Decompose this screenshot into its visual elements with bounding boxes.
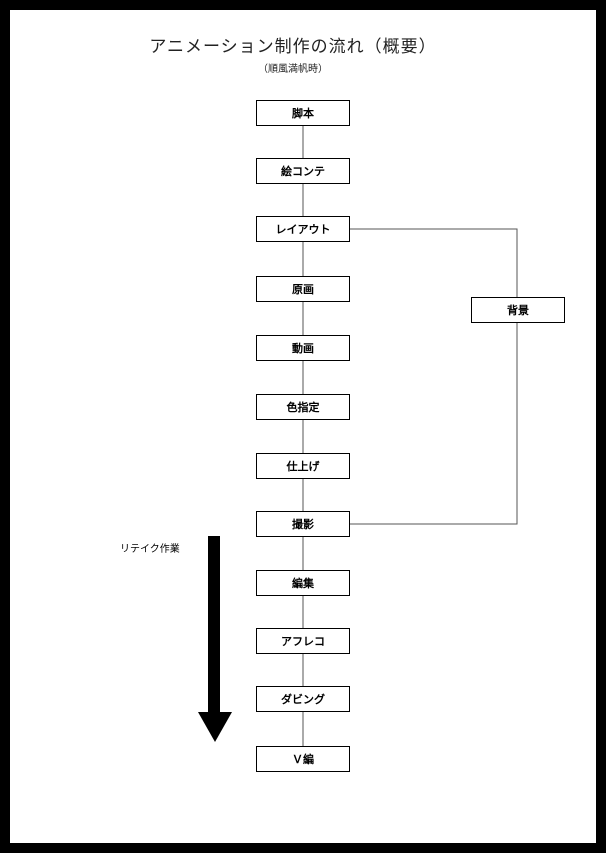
step-v-edit: Ｖ編 bbox=[256, 746, 350, 772]
step-dubbing: ダビング bbox=[256, 686, 350, 712]
step-script: 脚本 bbox=[256, 100, 350, 126]
step-editing: 編集 bbox=[256, 570, 350, 596]
page-subtitle: （順風満帆時） bbox=[258, 64, 328, 75]
step-storyboard: 絵コンテ bbox=[256, 158, 350, 184]
retake-arrow-shaft bbox=[208, 536, 220, 712]
page-title: アニメーション制作の流れ（概要） bbox=[149, 37, 437, 57]
branch-connector-top bbox=[350, 228, 518, 297]
retake-label: リテイク作業 bbox=[120, 544, 180, 555]
step-inbetween: 動画 bbox=[256, 335, 350, 361]
step-color-design: 色指定 bbox=[256, 394, 350, 420]
side-step-background: 背景 bbox=[471, 297, 565, 323]
branch-connector-bottom bbox=[350, 323, 518, 525]
step-key-animation: 原画 bbox=[256, 276, 350, 302]
step-voice-recording: アフレコ bbox=[256, 628, 350, 654]
step-layout: レイアウト bbox=[256, 216, 350, 242]
step-photography: 撮影 bbox=[256, 511, 350, 537]
retake-arrow-head bbox=[198, 712, 232, 742]
step-finishing: 仕上げ bbox=[256, 453, 350, 479]
